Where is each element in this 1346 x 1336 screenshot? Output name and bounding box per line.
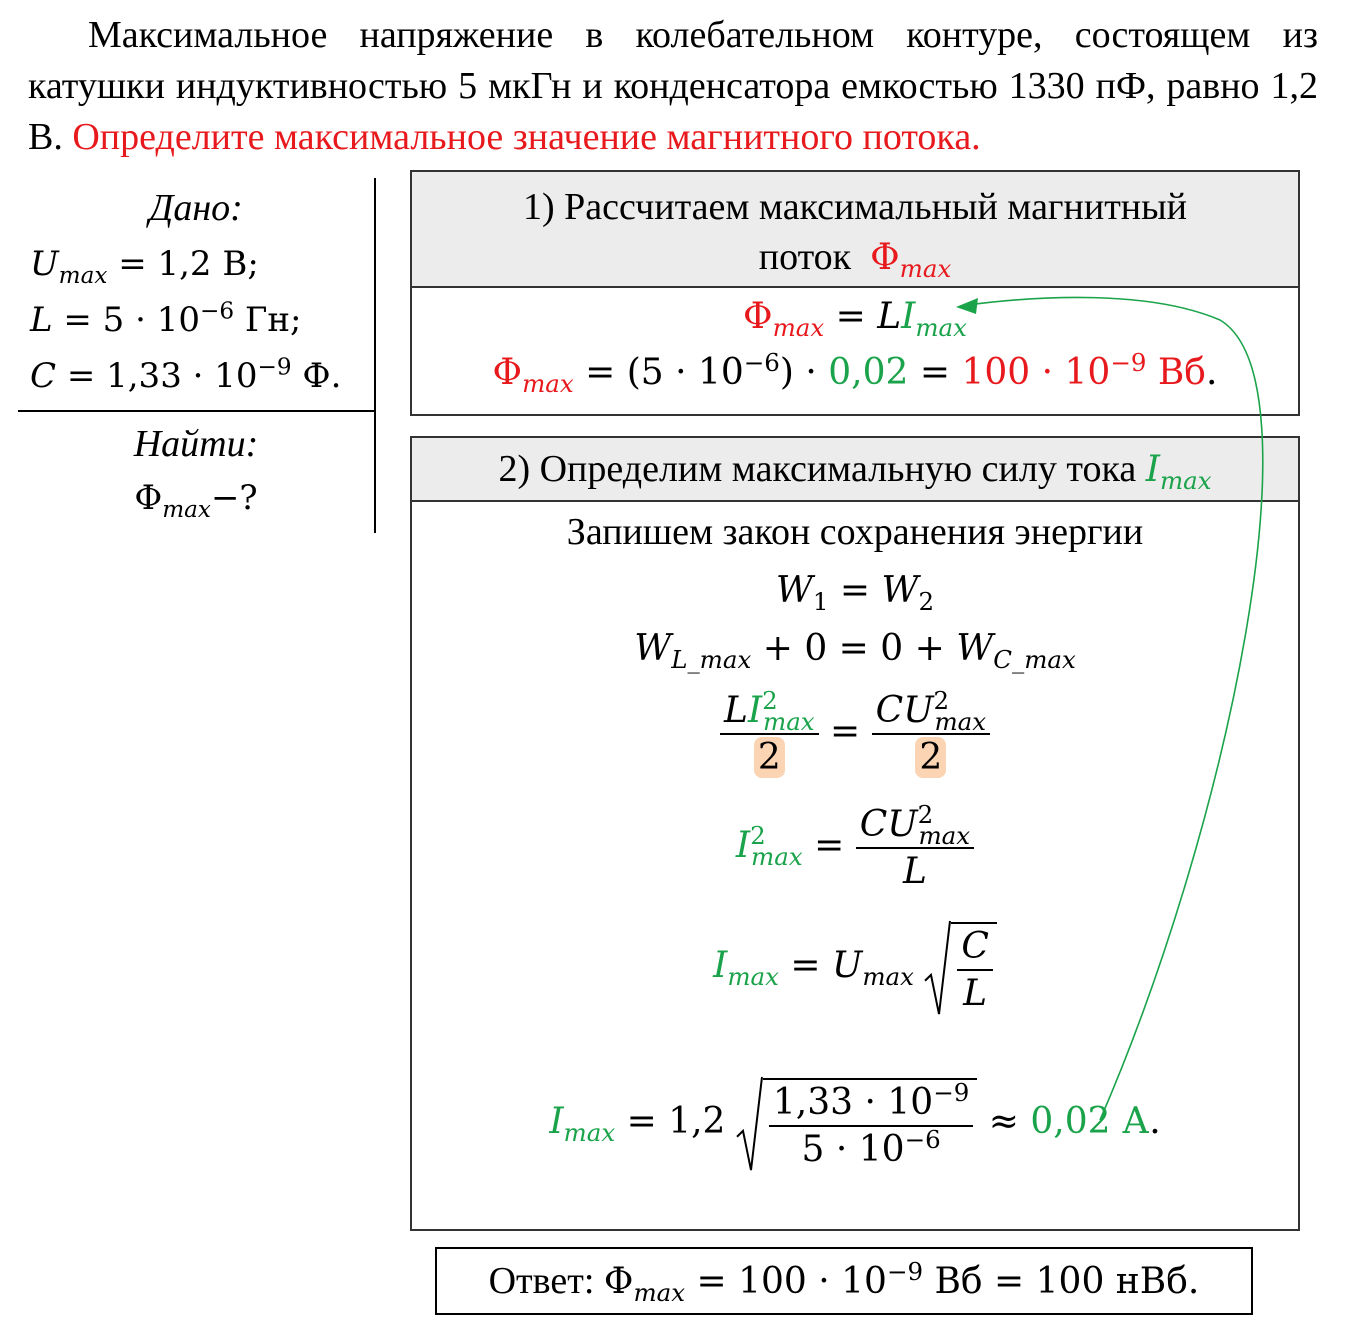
answer-box: Ответ: Φmax = 100 · 10−9 Вб = 100 нВб. [435,1247,1253,1315]
current-result: 0,02 А [1030,1101,1150,1142]
problem-question: Определите максимальное значение магнитн… [72,116,981,158]
radical-sign-icon [923,920,951,1018]
step2-law-text: Запишем закон сохранения энергии [566,511,1144,553]
given-divider-horizontal [18,410,376,412]
find-title: Найти: [133,423,259,465]
given-title: Дано: [149,187,243,229]
step2-heading: 2) Определим максимальную силу тока Imax [412,438,1298,502]
problem-text: Максимальное напряжение в колебательном … [28,14,1318,158]
given-capacitance: C = 1,33 · 10−9 Ф. [30,354,342,396]
denominator-highlight: 2 [753,737,785,778]
step1-heading: 1) Рассчитаем максимальный магнитный пот… [412,172,1298,288]
radical-sign-icon [735,1076,763,1174]
given-inductance: L = 5 · 10−6 Гн; [30,298,302,340]
given-section: Дано: Umax = 1,2 В; L = 5 · 10−6 Гн; C =… [18,178,376,533]
step2-box: 2) Определим максимальную силу тока Imax… [410,436,1300,1231]
given-voltage: Umax = 1,2 В; [30,244,259,289]
energy-sum-equation: WL_max + 0 = 0 + WC_max [634,628,1076,675]
step1-box: 1) Рассчитаем максимальный магнитный пот… [410,170,1300,416]
problem-statement: Максимальное напряжение в колебательном … [28,10,1318,163]
find-quantity: Φmax−? [134,478,258,523]
energy-equality: W1 = W2 [775,570,935,617]
given-divider-vertical [374,178,376,533]
denominator-highlight: 2 [915,737,947,778]
step1-formula: Φmax = LImax [743,296,967,343]
step1-calculation: Φmax = (5 · 10−6) · 0,02 = 100 · 10−9 Вб… [492,348,1218,399]
